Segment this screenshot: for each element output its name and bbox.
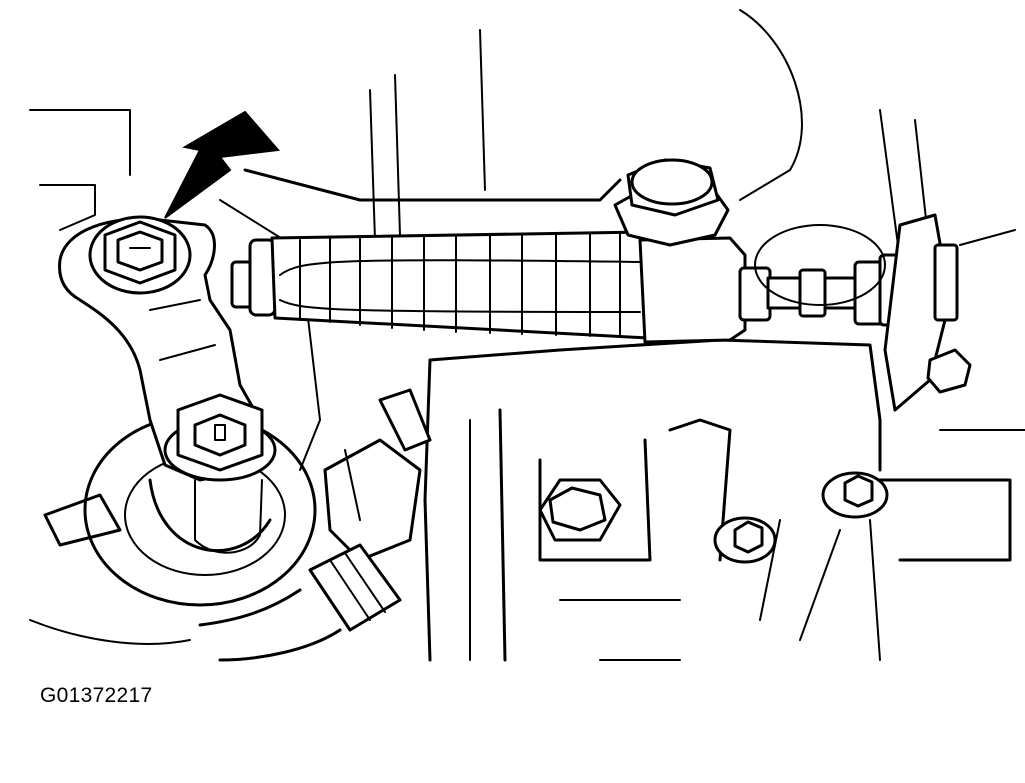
figure-code: G01372217 — [40, 684, 153, 707]
cable-rod — [754, 224, 910, 327]
housing-bolt-center — [538, 478, 622, 542]
indicator-arrow — [164, 110, 280, 219]
cable-bracket — [883, 213, 1016, 412]
wiring-connector — [198, 388, 432, 662]
lever-nut — [88, 215, 192, 295]
cable-adjuster-block — [638, 236, 772, 344]
housing-bolt-right — [821, 471, 889, 519]
housing-bolt-lower-right — [713, 516, 777, 564]
lever-lower-bolt — [163, 393, 277, 482]
cable-boot — [230, 230, 650, 340]
transmission-housing — [29, 9, 1025, 662]
top-bolt — [613, 158, 730, 247]
